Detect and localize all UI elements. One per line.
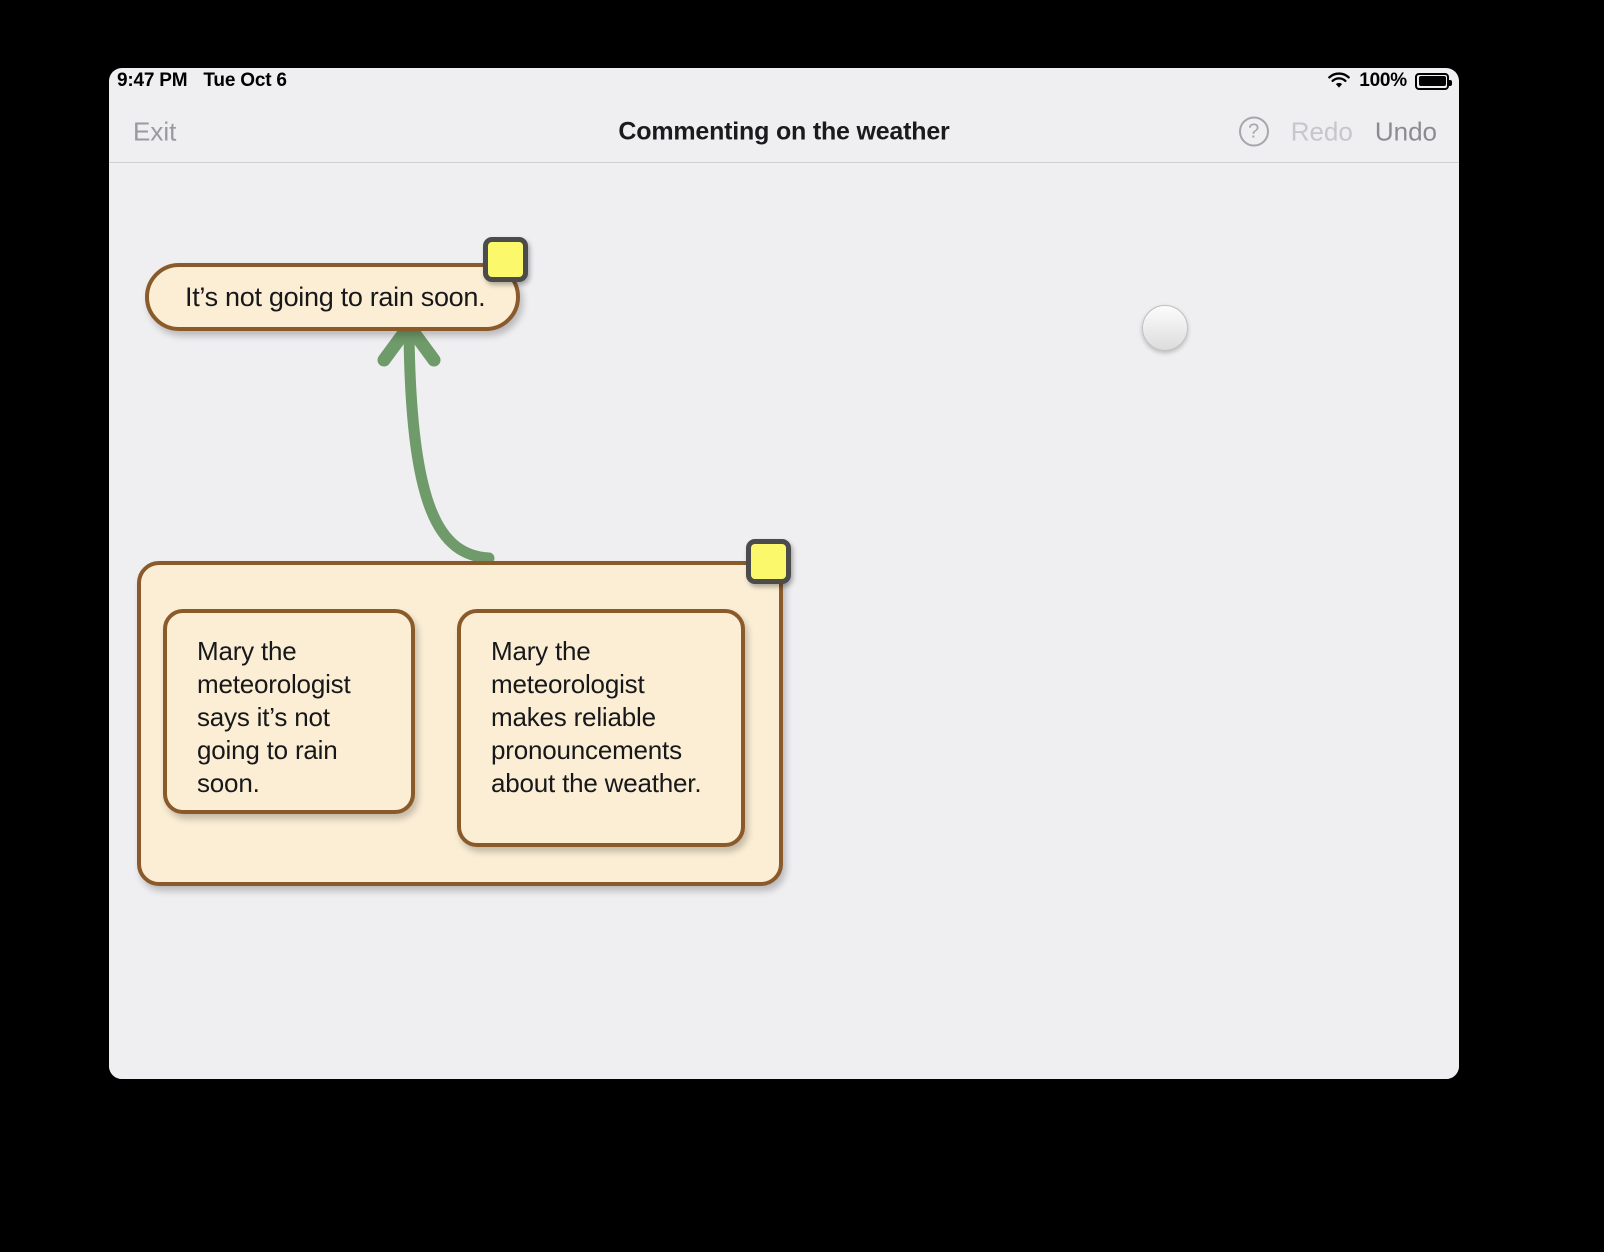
- status-bar-right: 100%: [1327, 70, 1452, 92]
- status-date: Tue Oct 6: [203, 70, 287, 91]
- status-time: 9:47 PM: [117, 70, 188, 91]
- battery-icon: [1415, 72, 1452, 90]
- premise-node-2[interactable]: Mary the meteorologist makes reliable pr…: [457, 609, 745, 847]
- battery-percent: 100%: [1359, 70, 1407, 91]
- help-icon[interactable]: ?: [1238, 116, 1269, 147]
- nav-bar-actions: ? Redo Undo: [1238, 116, 1437, 147]
- page-title: Commenting on the weather: [618, 117, 950, 145]
- undo-button[interactable]: Undo: [1374, 116, 1437, 146]
- nav-bar: Exit Commenting on the weather ? Redo Un…: [109, 101, 1459, 163]
- canvas-circle-handle[interactable]: [1142, 305, 1188, 351]
- premise-group-node[interactable]: Mary the meteorologist says it’s not goi…: [137, 561, 783, 886]
- redo-button[interactable]: Redo: [1290, 116, 1353, 146]
- wifi-icon: [1327, 72, 1351, 90]
- premise-text-2: Mary the meteorologist makes reliable pr…: [491, 636, 702, 798]
- premise-node-1[interactable]: Mary the meteorologist says it’s not goi…: [163, 609, 415, 814]
- group-resize-handle[interactable]: [746, 539, 791, 584]
- conclusion-node[interactable]: It’s not going to rain soon.: [145, 263, 520, 331]
- premise-text-1: Mary the meteorologist says it’s not goi…: [197, 636, 351, 798]
- conclusion-text: It’s not going to rain soon.: [185, 281, 486, 312]
- conclusion-resize-handle[interactable]: [483, 237, 528, 282]
- status-bar-left: 9:47 PM Tue Oct 6: [117, 70, 287, 92]
- argument-map-canvas[interactable]: It’s not going to rain soon. Mary the me…: [109, 163, 1459, 1079]
- status-bar: 9:47 PM Tue Oct 6 100%: [109, 68, 1459, 101]
- exit-button[interactable]: Exit: [133, 116, 177, 146]
- ipad-screen: 9:47 PM Tue Oct 6 100% Exit Commenting o…: [109, 68, 1459, 1079]
